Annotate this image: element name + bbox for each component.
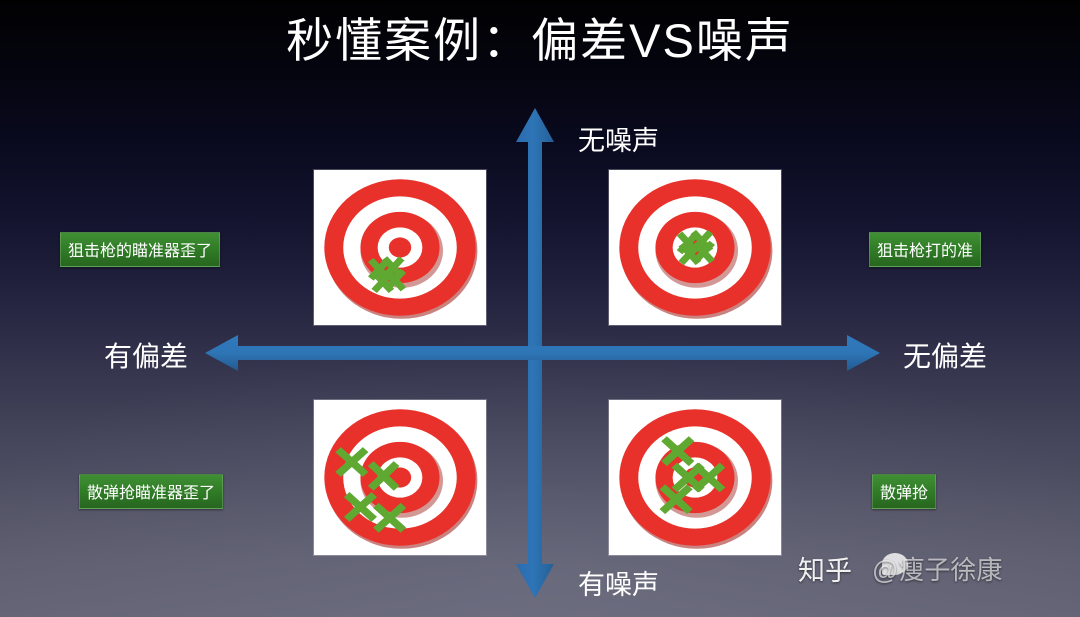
target-card-top-left (314, 170, 486, 325)
shot-markers (367, 256, 407, 293)
horizontal-arrow-icon (205, 335, 880, 371)
caption-bottom-right: 散弹抢 (872, 474, 937, 509)
watermark-row: 知乎 @瘦子徐康 (798, 549, 1002, 588)
horizontal-axis-arrow (205, 334, 880, 372)
axis-label-has-noise: 有噪声 (578, 570, 659, 600)
target-card-bottom-right (609, 400, 781, 555)
axis-label-no-bias: 无偏差 (903, 341, 988, 372)
axis-label-has-bias: 有偏差 (104, 341, 189, 372)
shot-markers (335, 447, 407, 533)
target-icon (324, 179, 478, 319)
watermark: 知乎 @瘦子徐康 (798, 549, 1002, 588)
target-card-top-right (609, 170, 781, 325)
axis-label-no-noise: 无噪声 (578, 126, 659, 156)
caption-top-left: 狙击枪的瞄准器歪了 (60, 232, 221, 267)
target-icon (619, 179, 773, 319)
watermark-handle: @瘦子徐康 (872, 555, 1003, 585)
caption-top-right: 狙击枪打的准 (869, 232, 982, 267)
page-title: 秒懂案例：偏差VS噪声 (286, 14, 794, 67)
target-icon (619, 409, 773, 549)
target-icon (324, 409, 478, 549)
shot-markers (659, 436, 726, 515)
target-card-bottom-left (314, 400, 486, 555)
watermark-site: 知乎 (798, 556, 852, 586)
shot-markers (676, 229, 715, 266)
watermark-logo-icon (882, 553, 908, 575)
caption-bottom-left: 散弹抢瞄准器歪了 (79, 474, 224, 509)
